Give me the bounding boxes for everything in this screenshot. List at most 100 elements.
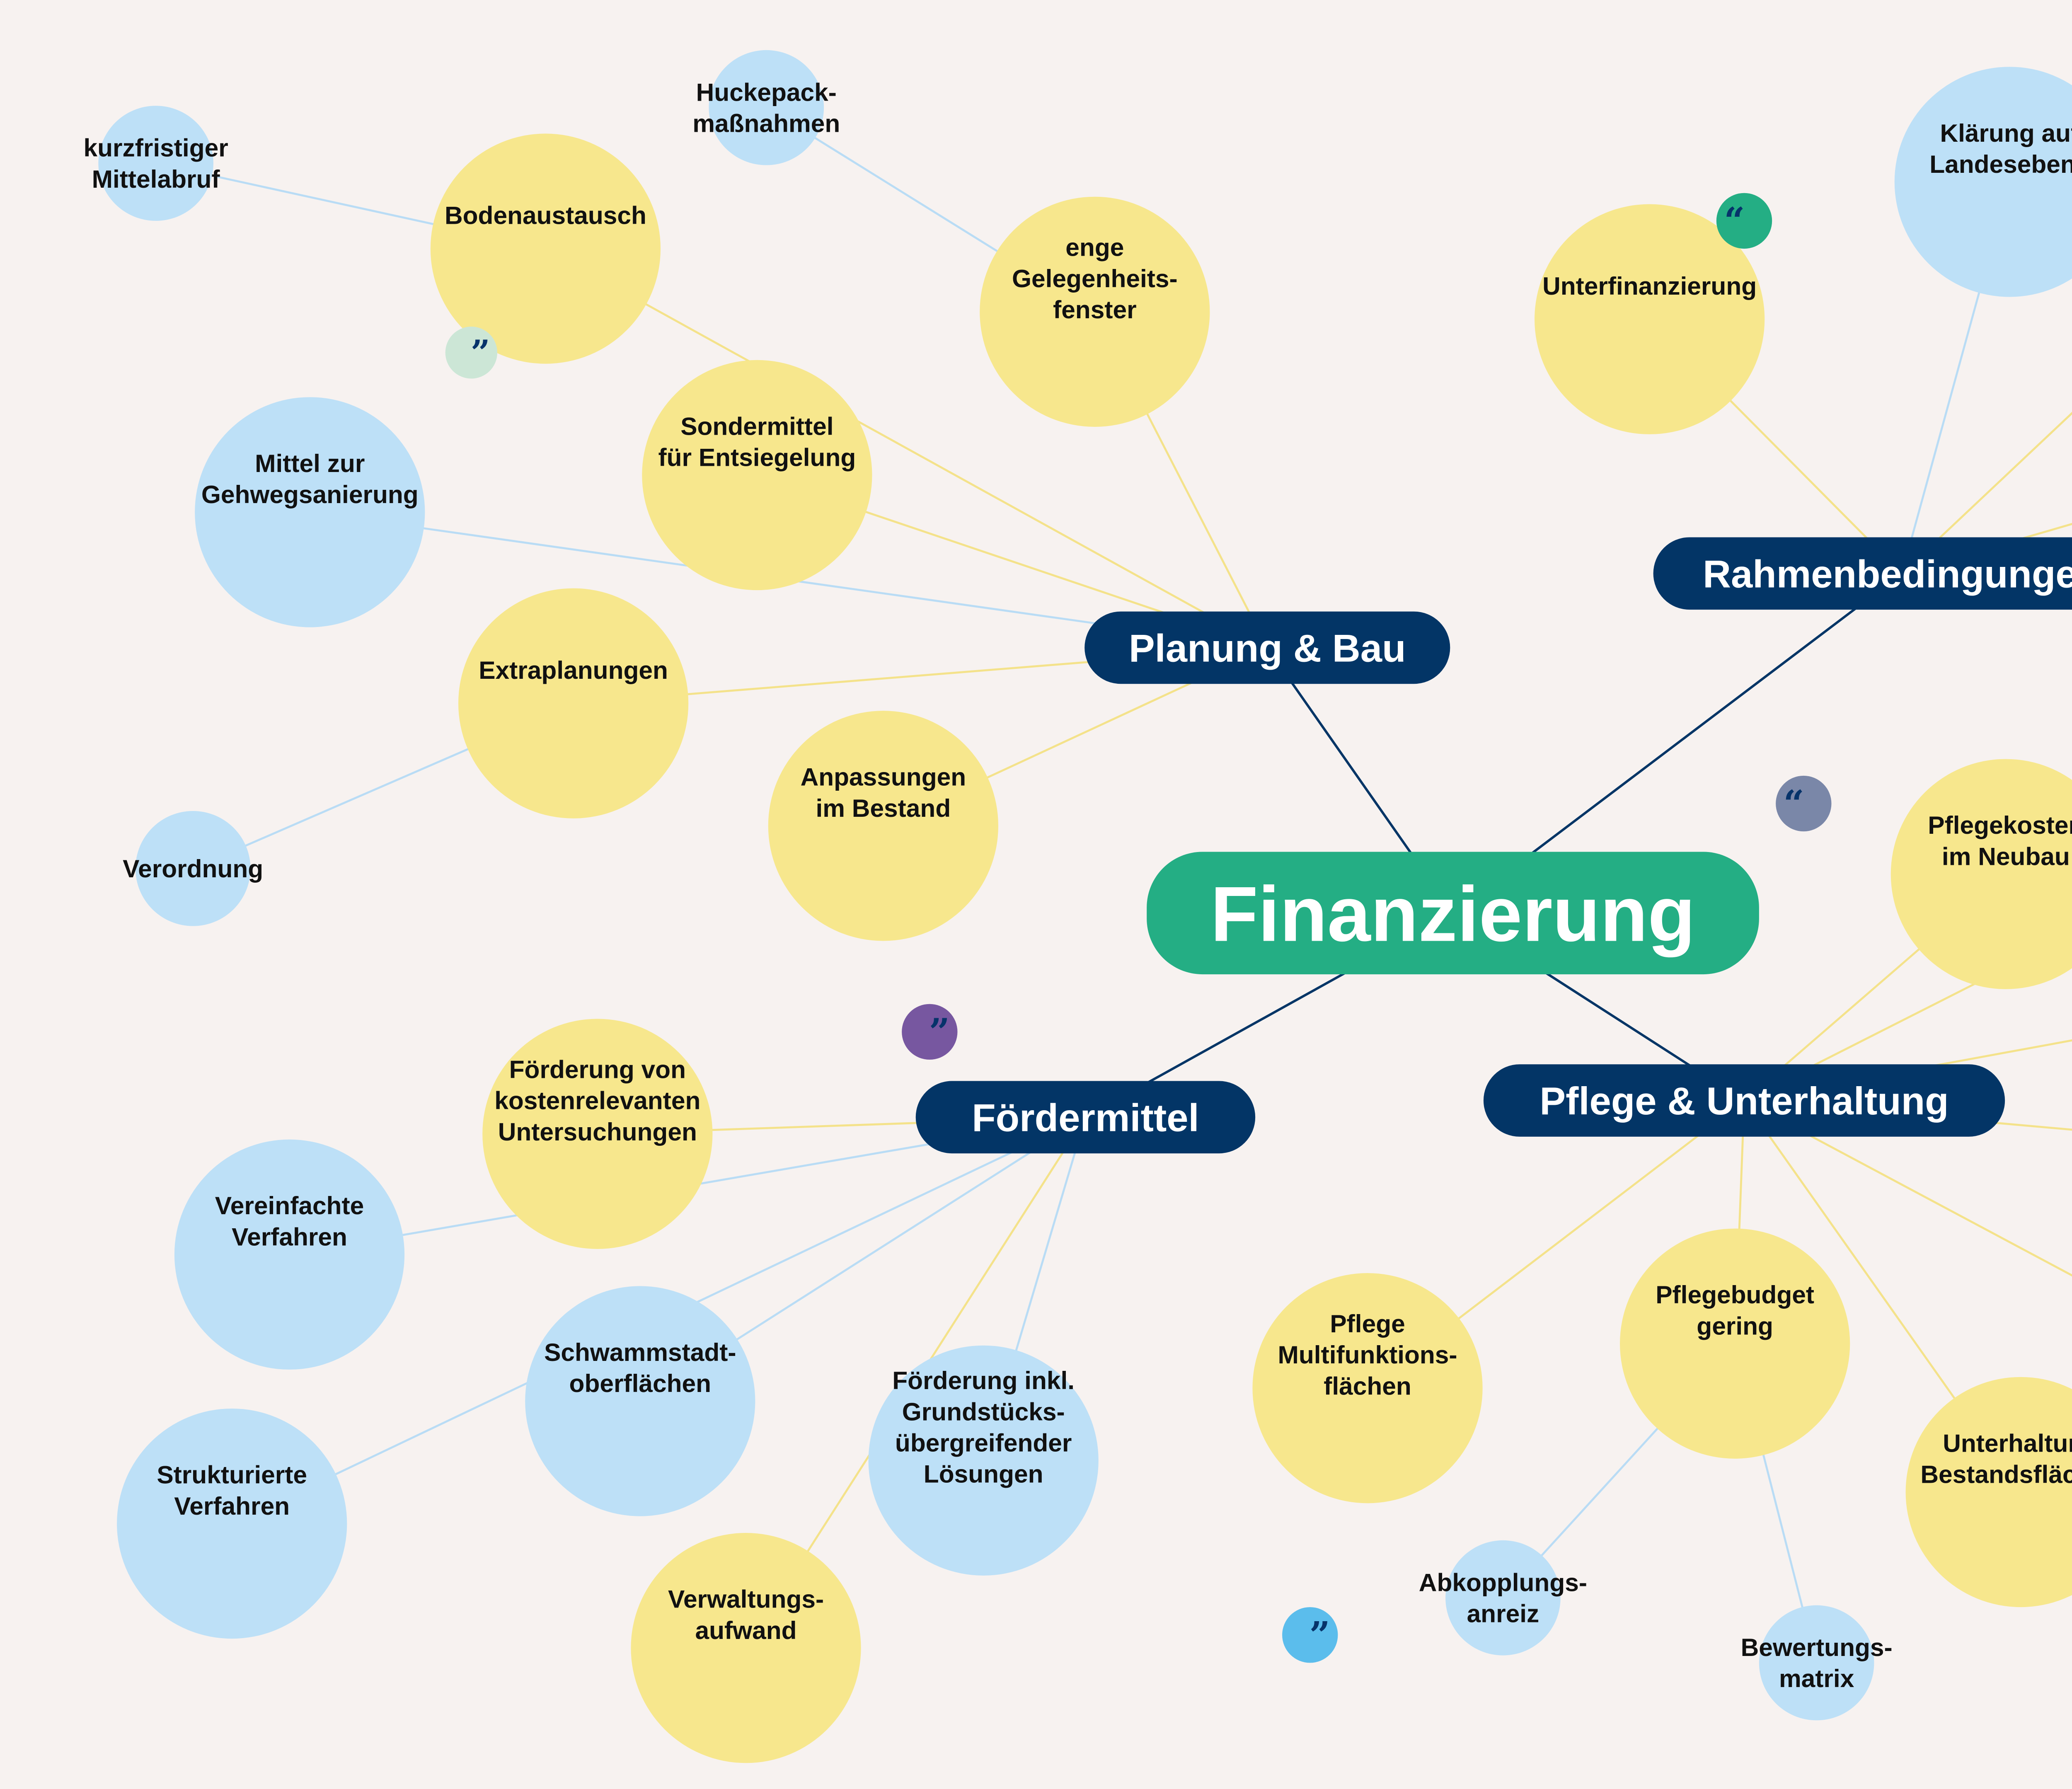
quote-bubble-bg [1716,193,1772,249]
node-circle [482,1019,713,1249]
node-label: Huckepack- [696,78,837,106]
node-label: Vereinfachte [215,1191,364,1220]
quote-bubble-bg [1776,775,1832,832]
node-unterfinanzierung[interactable]: Unterfinanzierung [1535,204,1765,434]
quote-bubble-icon[interactable]: ” [902,1004,958,1060]
quote-bubble-icon[interactable]: ” [445,327,498,379]
node-anpassungen[interactable]: Anpassungen im Bestand [768,711,998,941]
node-bodenaustausch[interactable]: Bodenaustausch [430,133,661,364]
node-label: Gehwegsanierung [201,480,419,508]
node-label: im Bestand [816,794,951,822]
node-circle [117,1408,347,1639]
hub-rahmen[interactable]: Rahmenbedingungen [1653,537,2072,610]
quote-bubble-icon[interactable]: ” [1282,1607,1338,1663]
close-quote-icon: ” [929,1010,950,1053]
hub-foerder[interactable]: Fördermittel [915,1081,1256,1154]
node-circle [1905,1377,2072,1607]
node-label: Lösungen [924,1460,1043,1488]
root-node[interactable]: Finanzierung [1147,852,1759,975]
node-extraplanungen[interactable]: Extraplanungen [458,588,689,818]
node-label: im Neubau [1942,842,2070,870]
node-circle [1894,67,2072,297]
quote-bubble-bg [445,327,498,379]
edge-bodenaustausch [545,247,1268,649]
open-quote-icon: “ [1784,782,1804,825]
node-label: für Entsiegelung [658,443,856,472]
node-label: Unterhaltung [1943,1429,2072,1457]
node-label: Mittelabruf [92,165,220,193]
node-circle [868,1345,1099,1576]
node-label: matrix [1779,1664,1854,1692]
node-label: Unterfinanzierung [1542,272,1757,300]
hub-pflege[interactable]: Pflege & Unterhaltung [1483,1064,2005,1137]
hub-pill [1653,537,2072,610]
hub-pill [1483,1064,2005,1137]
edge-zustaendigkeit [1901,412,2072,574]
node-circle [430,133,661,364]
node-circle [1445,1540,1561,1656]
node-circle [195,397,425,627]
node-circle [458,588,689,818]
node-label: oberflächen [569,1369,712,1397]
hub-planung[interactable]: Planung & Bau [1084,611,1450,684]
node-klaerung[interactable]: Klärung aufLandesebene [1894,67,2072,297]
hubs-layer: Planung & Bau RahmenbedingungenFördermitt… [915,537,2072,1154]
node-label: Klärung auf [1940,119,2072,147]
node-abkopplung[interactable]: Abkopplungs-anreiz [1419,1540,1587,1656]
quote-bubble-icon[interactable]: “ [1716,193,1772,249]
node-schwammstadt[interactable]: Schwammstadt-oberflächen [525,1286,755,1516]
node-label: aufwand [695,1616,796,1644]
node-circle [1535,204,1765,434]
node-label: Bodenaustausch [445,201,646,230]
node-label: flächen [1324,1372,1411,1400]
node-label: Verfahren [174,1492,290,1520]
node-huckepack[interactable]: Huckepack-maßnahmen [692,50,840,165]
quote-bubble-bg [902,1004,958,1060]
node-bestandsflaechen[interactable]: UnterhaltungBestandsflächen [1905,1377,2072,1607]
node-label: Strukturierte [157,1461,307,1489]
node-label: fenster [1053,295,1137,324]
node-untersuchungen[interactable]: Förderung vonkostenrelevantenUntersuchun… [482,1019,713,1249]
node-verordnung[interactable]: Verordnung [123,811,263,926]
node-label: Anpassungen [801,763,966,791]
quote-bubble-icon[interactable]: “ [1776,775,1832,832]
node-circle [631,1533,861,1763]
node-label: Schwammstadt- [544,1338,736,1366]
node-label: Verfahren [232,1223,347,1251]
node-circle [768,711,998,941]
node-grundstueck[interactable]: Förderung inkl.Grundstücks-übergreifende… [868,1345,1099,1576]
node-verwaltung[interactable]: Verwaltungs-aufwand [631,1533,861,1763]
node-circle [709,50,824,165]
node-label: Landesebene [1929,150,2072,178]
node-circle [174,1139,405,1370]
node-label: Pflegebudget [1656,1281,1814,1309]
node-label: Gelegenheits- [1012,264,1178,293]
node-bewertung[interactable]: Bewertungs-matrix [1741,1605,1893,1721]
node-label: übergreifender [895,1429,1072,1457]
node-label: enge [1065,233,1124,261]
hub-pill [915,1081,1256,1154]
hub-label: Pflege & Unterhaltung [1539,1079,1949,1123]
node-label: kurzfristiger [83,134,228,162]
node-circle [1252,1273,1483,1503]
close-quote-icon: ” [1310,1614,1330,1656]
edge-bgs [1743,1099,2072,1277]
quotes-layer: ”““”“” [445,193,1832,1663]
quote-bubble-bg [1282,1607,1338,1663]
node-circle [1890,759,2072,989]
node-circle [1759,1605,1874,1721]
node-label: Bewertungs- [1741,1633,1893,1661]
root-label: Finanzierung [1210,870,1695,957]
node-circle [980,196,1210,427]
